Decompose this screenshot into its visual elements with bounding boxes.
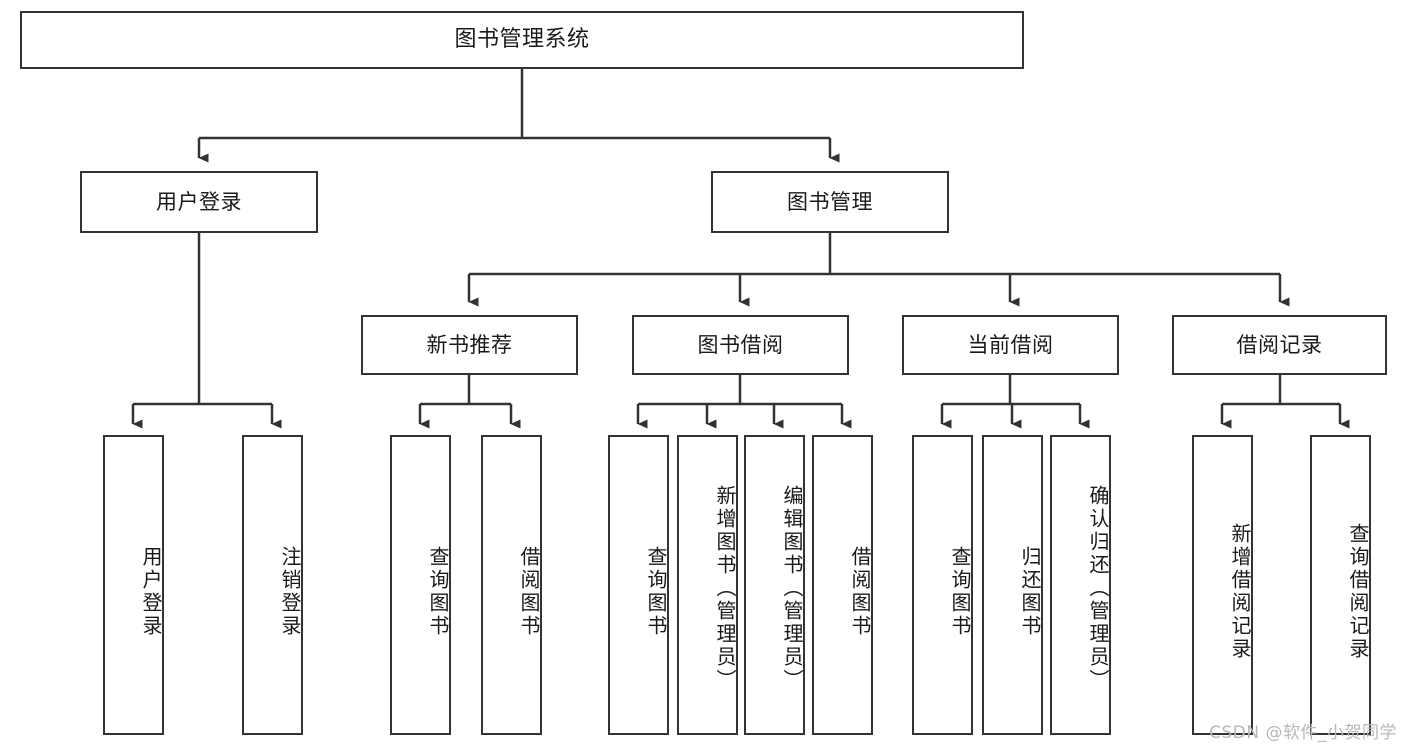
node-leaf-query-book-1[interactable]: 查询图书 bbox=[390, 435, 451, 735]
node-user-login[interactable]: 用户登录 bbox=[80, 171, 318, 233]
node-leaf-borrow-book-1[interactable]: 借阅图书 bbox=[481, 435, 542, 735]
node-current-borrow[interactable]: 当前借阅 bbox=[902, 315, 1119, 375]
node-leaf-add-borrow-record[interactable]: 新增借阅记录 bbox=[1192, 435, 1253, 735]
node-leaf-query-book-3[interactable]: 查询图书 bbox=[912, 435, 973, 735]
node-leaf-confirm-return-admin[interactable]: 确认归还（管理员） bbox=[1050, 435, 1111, 735]
node-book-borrow[interactable]: 图书借阅 bbox=[632, 315, 849, 375]
node-root[interactable]: 图书管理系统 bbox=[20, 11, 1024, 69]
node-borrow-record[interactable]: 借阅记录 bbox=[1172, 315, 1387, 375]
node-book-manage[interactable]: 图书管理 bbox=[711, 171, 949, 233]
node-leaf-query-book-2[interactable]: 查询图书 bbox=[608, 435, 669, 735]
node-leaf-borrow-book-2[interactable]: 借阅图书 bbox=[812, 435, 873, 735]
node-leaf-return-book[interactable]: 归还图书 bbox=[982, 435, 1043, 735]
node-book-borrow-label: 图书借阅 bbox=[697, 332, 784, 357]
node-borrow-record-label: 借阅记录 bbox=[1236, 332, 1323, 357]
node-new-book-rec-label: 新书推荐 bbox=[426, 332, 513, 357]
node-leaf-user-login[interactable]: 用户登录 bbox=[103, 435, 164, 735]
node-user-login-label: 用户登录 bbox=[156, 189, 242, 214]
node-leaf-query-borrow-record[interactable]: 查询借阅记录 bbox=[1310, 435, 1371, 735]
node-new-book-rec[interactable]: 新书推荐 bbox=[361, 315, 578, 375]
node-book-manage-label: 图书管理 bbox=[787, 189, 873, 214]
csdn-watermark: CSDN @软件_小贺同学 bbox=[1209, 723, 1397, 743]
node-root-label: 图书管理系统 bbox=[454, 27, 590, 53]
node-leaf-add-book-admin[interactable]: 新增图书（管理员） bbox=[677, 435, 738, 735]
node-leaf-logout[interactable]: 注销登录 bbox=[242, 435, 303, 735]
node-current-borrow-label: 当前借阅 bbox=[967, 332, 1054, 357]
node-leaf-edit-book-admin[interactable]: 编辑图书（管理员） bbox=[744, 435, 805, 735]
